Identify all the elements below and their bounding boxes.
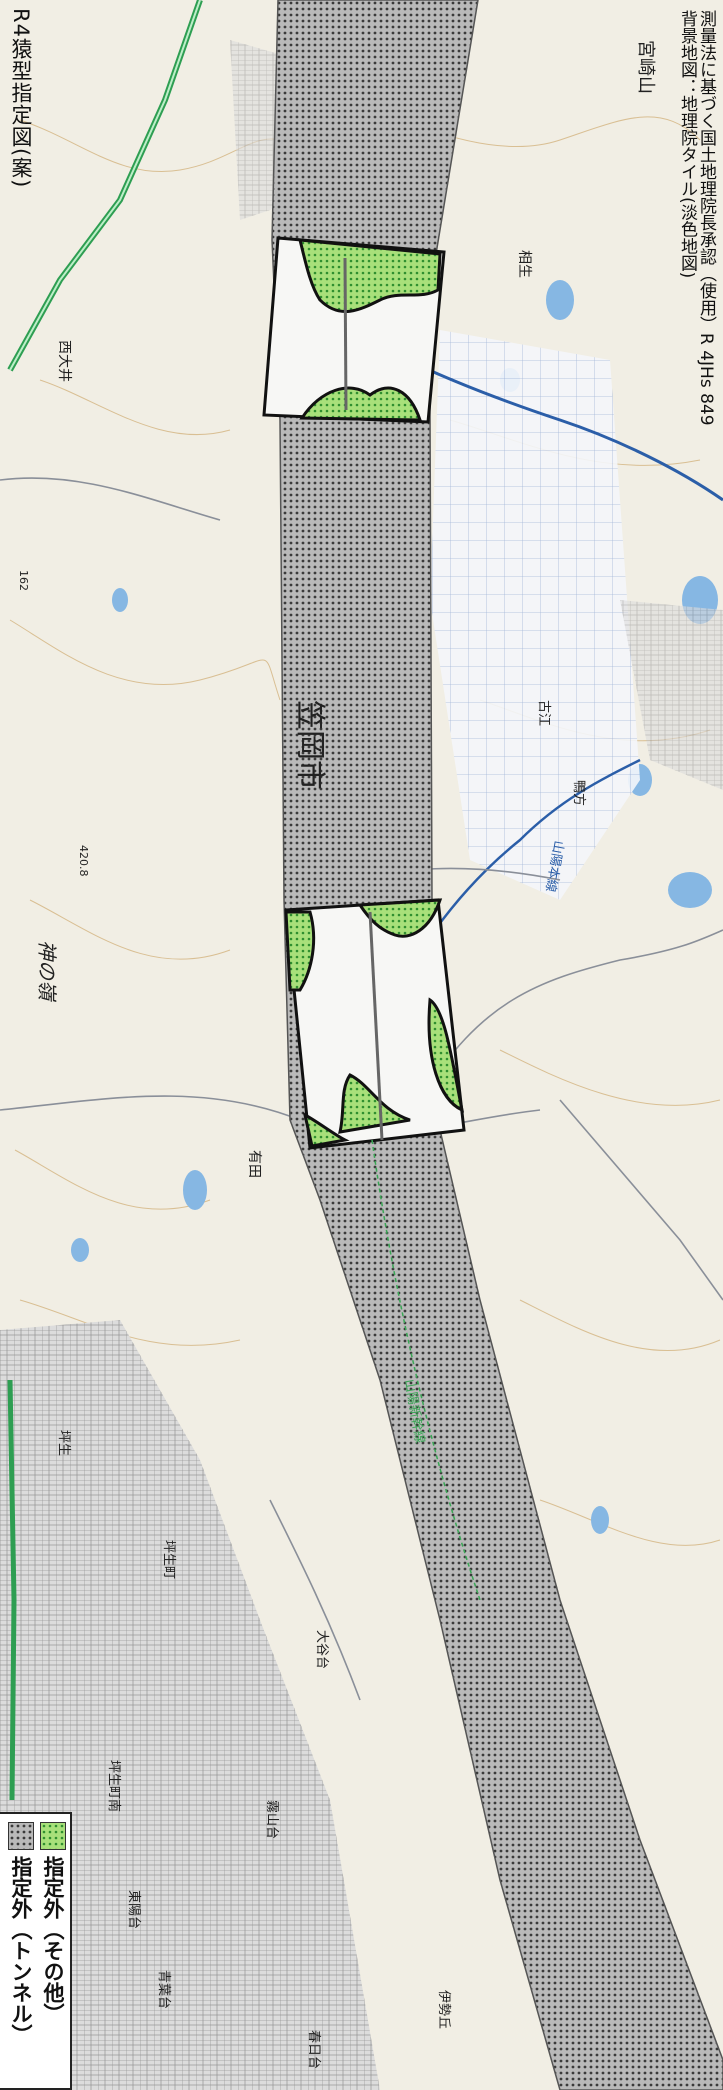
urban-area-west: [0, 1320, 380, 2090]
source-note: 測量法に基づく国土地理院長承認（使用）R 4JHs 849 背景地図：地理院タイ…: [677, 10, 716, 426]
label-kamo: 鴨方: [571, 780, 587, 806]
other-area-south-a: [284, 910, 316, 992]
other-area-south-c: [427, 997, 465, 1113]
label-elev-420: 420.8: [77, 845, 90, 877]
shinkansen-south: [368, 911, 384, 1141]
label-izugaoka: 伊勢丘: [436, 1990, 451, 2029]
label-city: 笠岡市: [292, 700, 327, 790]
legend-item-tunnel: 指定外（トンネル）: [6, 1822, 36, 2045]
other-area-north-a: [298, 238, 442, 314]
source-note-line-2: 背景地図：地理院タイル(淡色地図): [677, 10, 697, 279]
label-tsuboo: 坪生: [56, 1430, 71, 1456]
label-kasugadai: 春日台: [306, 2030, 321, 2069]
label-miyazakiyama: 宮崎山: [635, 40, 656, 94]
urban-area-east: [620, 600, 723, 790]
other-area-south-e: [302, 1112, 350, 1148]
expressway-road-center: [9, 0, 201, 371]
label-nishioi: 西大井: [56, 340, 72, 382]
label-tsubocho: 坪生町: [161, 1540, 176, 1579]
legend-swatch-tunnel: [8, 1822, 34, 1850]
rice-field-area: [430, 330, 640, 900]
legend: 指定外（トンネル） 指定外（その他）: [0, 1812, 72, 2090]
label-aobadai: 青葉台: [156, 1970, 171, 2009]
label-arita: 有田: [246, 1150, 262, 1178]
legend-item-other: 指定外（その他）: [38, 1822, 68, 2024]
label-higashi-aobadai: 東陽台: [126, 1890, 142, 1929]
legend-label-other: 指定外（その他）: [41, 1856, 65, 2024]
route-band-tunnel: [271, 0, 723, 2090]
greenway-route: [371, 1139, 481, 1601]
legend-label-tunnel: 指定外（トンネル）: [9, 1856, 33, 2045]
legend-swatch-other: [40, 1822, 66, 1850]
label-kotoe: 古江: [536, 700, 551, 726]
label-aioi: 相生: [516, 250, 532, 278]
map-title: R4猿型指定図(案): [9, 8, 33, 189]
other-area-south-d: [338, 1073, 411, 1134]
label-elev-162: 162: [17, 570, 30, 591]
label-kirayamadai: 霧山台: [264, 1800, 279, 1839]
label-mountain: 神の嶺: [35, 940, 59, 1002]
shinkansen-north: [343, 257, 348, 411]
label-oyadai: 大谷台: [314, 1630, 329, 1669]
label-tsuboo-minami: 坪生町南: [106, 1760, 122, 1812]
expressway-west: [7, 1379, 17, 1801]
other-area-north-b: [299, 386, 423, 422]
source-note-line-1: 測量法に基づく国土地理院長承認（使用）R 4JHs 849: [696, 10, 716, 426]
